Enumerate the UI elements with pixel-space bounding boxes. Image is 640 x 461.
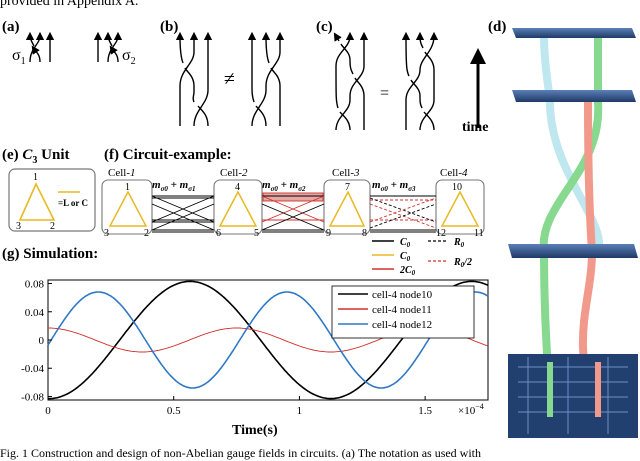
panel-b-label: (b) <box>160 19 179 35</box>
coupling-block-2 <box>261 192 325 233</box>
tube-cyan-mid <box>546 98 604 256</box>
svg-text:3: 3 <box>16 221 21 232</box>
cell-2-name: Cell-2 <box>220 167 248 179</box>
y-tick-label: -0.04 <box>21 363 44 375</box>
coupling-block-1 <box>151 195 215 233</box>
sigma1-symbol: σ1 <box>12 47 26 67</box>
panel-f-label: (f) Circuit-example: <box>104 147 232 163</box>
legend-entry-2: cell-4 node11 <box>372 304 432 316</box>
circuit-legend: C0 R0 C0 R0/2 2C0 <box>372 237 472 277</box>
eq-symbol: = <box>380 85 389 102</box>
coupling-3: mσ0 + mσ3 <box>372 179 416 193</box>
board-upper <box>512 90 636 102</box>
braid-a2-strand3 <box>109 45 119 63</box>
y-tick-label: 0.08 <box>25 279 45 291</box>
coupling-2: mσ0 + mσ2 <box>262 179 306 193</box>
neq-symbol: ≠ <box>224 68 235 90</box>
svg-text:1: 1 <box>125 182 130 193</box>
unit-legend: =L or C <box>58 198 88 208</box>
c3-unit-diagram: =L or C 1 3 2 <box>8 168 96 232</box>
svg-text:3: 3 <box>104 228 109 239</box>
panel-g-label: (g) Simulation: <box>2 246 99 262</box>
legend-c0-yellow: C0 <box>400 251 411 263</box>
cell-3-name: Cell-3 <box>332 167 360 179</box>
panel-e-label: (e) C3 Unit <box>2 147 70 166</box>
panel-d-label: (d) <box>488 19 507 35</box>
x-tick-label: 1 <box>297 405 303 417</box>
x-axis-label: Time(s) <box>232 423 278 438</box>
y-tick-label: 0.04 <box>25 307 45 319</box>
svg-text:2: 2 <box>144 228 149 239</box>
coupling-1: mσ0 + mσ1 <box>152 179 195 193</box>
legend-r0-black: R0 <box>453 237 465 249</box>
x-tick-label: 0 <box>45 405 51 417</box>
x-tick-label: 0.5 <box>167 405 181 417</box>
svg-text:11: 11 <box>474 228 484 239</box>
panel-a-label: (a) <box>2 19 20 35</box>
braid-diagrams: σ1 σ2 ≠ = <box>12 31 486 131</box>
cell-1-name: Cell-1 <box>108 167 136 179</box>
legend-entry-3: cell-4 node12 <box>372 319 432 331</box>
svg-text:5: 5 <box>254 228 259 239</box>
braid-a1-strand2 <box>31 45 41 63</box>
svg-text:8: 8 <box>362 228 367 239</box>
svg-text:9: 9 <box>326 228 331 239</box>
panel-d-illustration <box>508 28 638 438</box>
series-line-3 <box>47 291 489 389</box>
x-tick-label: 1.5 <box>418 405 432 417</box>
cell-4-name: Cell-4 <box>440 167 468 179</box>
svg-text:12: 12 <box>436 228 446 239</box>
tube-green-mid <box>539 98 603 256</box>
panel-c-label: (c) <box>316 19 333 35</box>
x-multiplier: ×10−4 <box>458 402 484 417</box>
legend-2c0-red: 2C0 <box>399 265 416 277</box>
y-tick-label: 0 <box>39 335 45 347</box>
svg-text:4: 4 <box>235 182 240 193</box>
board-top <box>512 28 636 38</box>
caption-text: Fig. 1 Construction and design of non-Ab… <box>0 446 482 460</box>
circuit-example: Cell-1 Cell-2 Cell-3 Cell-4 mσ0 + mσ1 mσ… <box>101 167 485 239</box>
sigma2-symbol: σ2 <box>122 47 136 67</box>
svg-text:2: 2 <box>50 221 55 232</box>
legend-c0-black: C0 <box>400 237 411 249</box>
svg-text:6: 6 <box>216 228 221 239</box>
svg-text:7: 7 <box>345 182 350 193</box>
simulation-chart: 0 0.5 1 1.5 0.08 0.04 0 -0.04 -0.08 Time(s) ×10−… <box>21 279 489 438</box>
svg-text:1: 1 <box>33 172 38 183</box>
board-bottom <box>508 354 638 438</box>
svg-text:10: 10 <box>452 182 462 193</box>
y-tick-label: -0.08 <box>21 391 44 403</box>
header-text: provided in Appendix A. <box>0 0 139 9</box>
tube-pink-mid <box>584 98 596 256</box>
coupling-block-3 <box>369 195 437 233</box>
board-lower <box>508 244 638 258</box>
legend-entry-1: cell-4 node10 <box>372 289 433 301</box>
legend-r0-red: R0/2 <box>453 257 472 269</box>
time-label: time <box>462 120 489 135</box>
